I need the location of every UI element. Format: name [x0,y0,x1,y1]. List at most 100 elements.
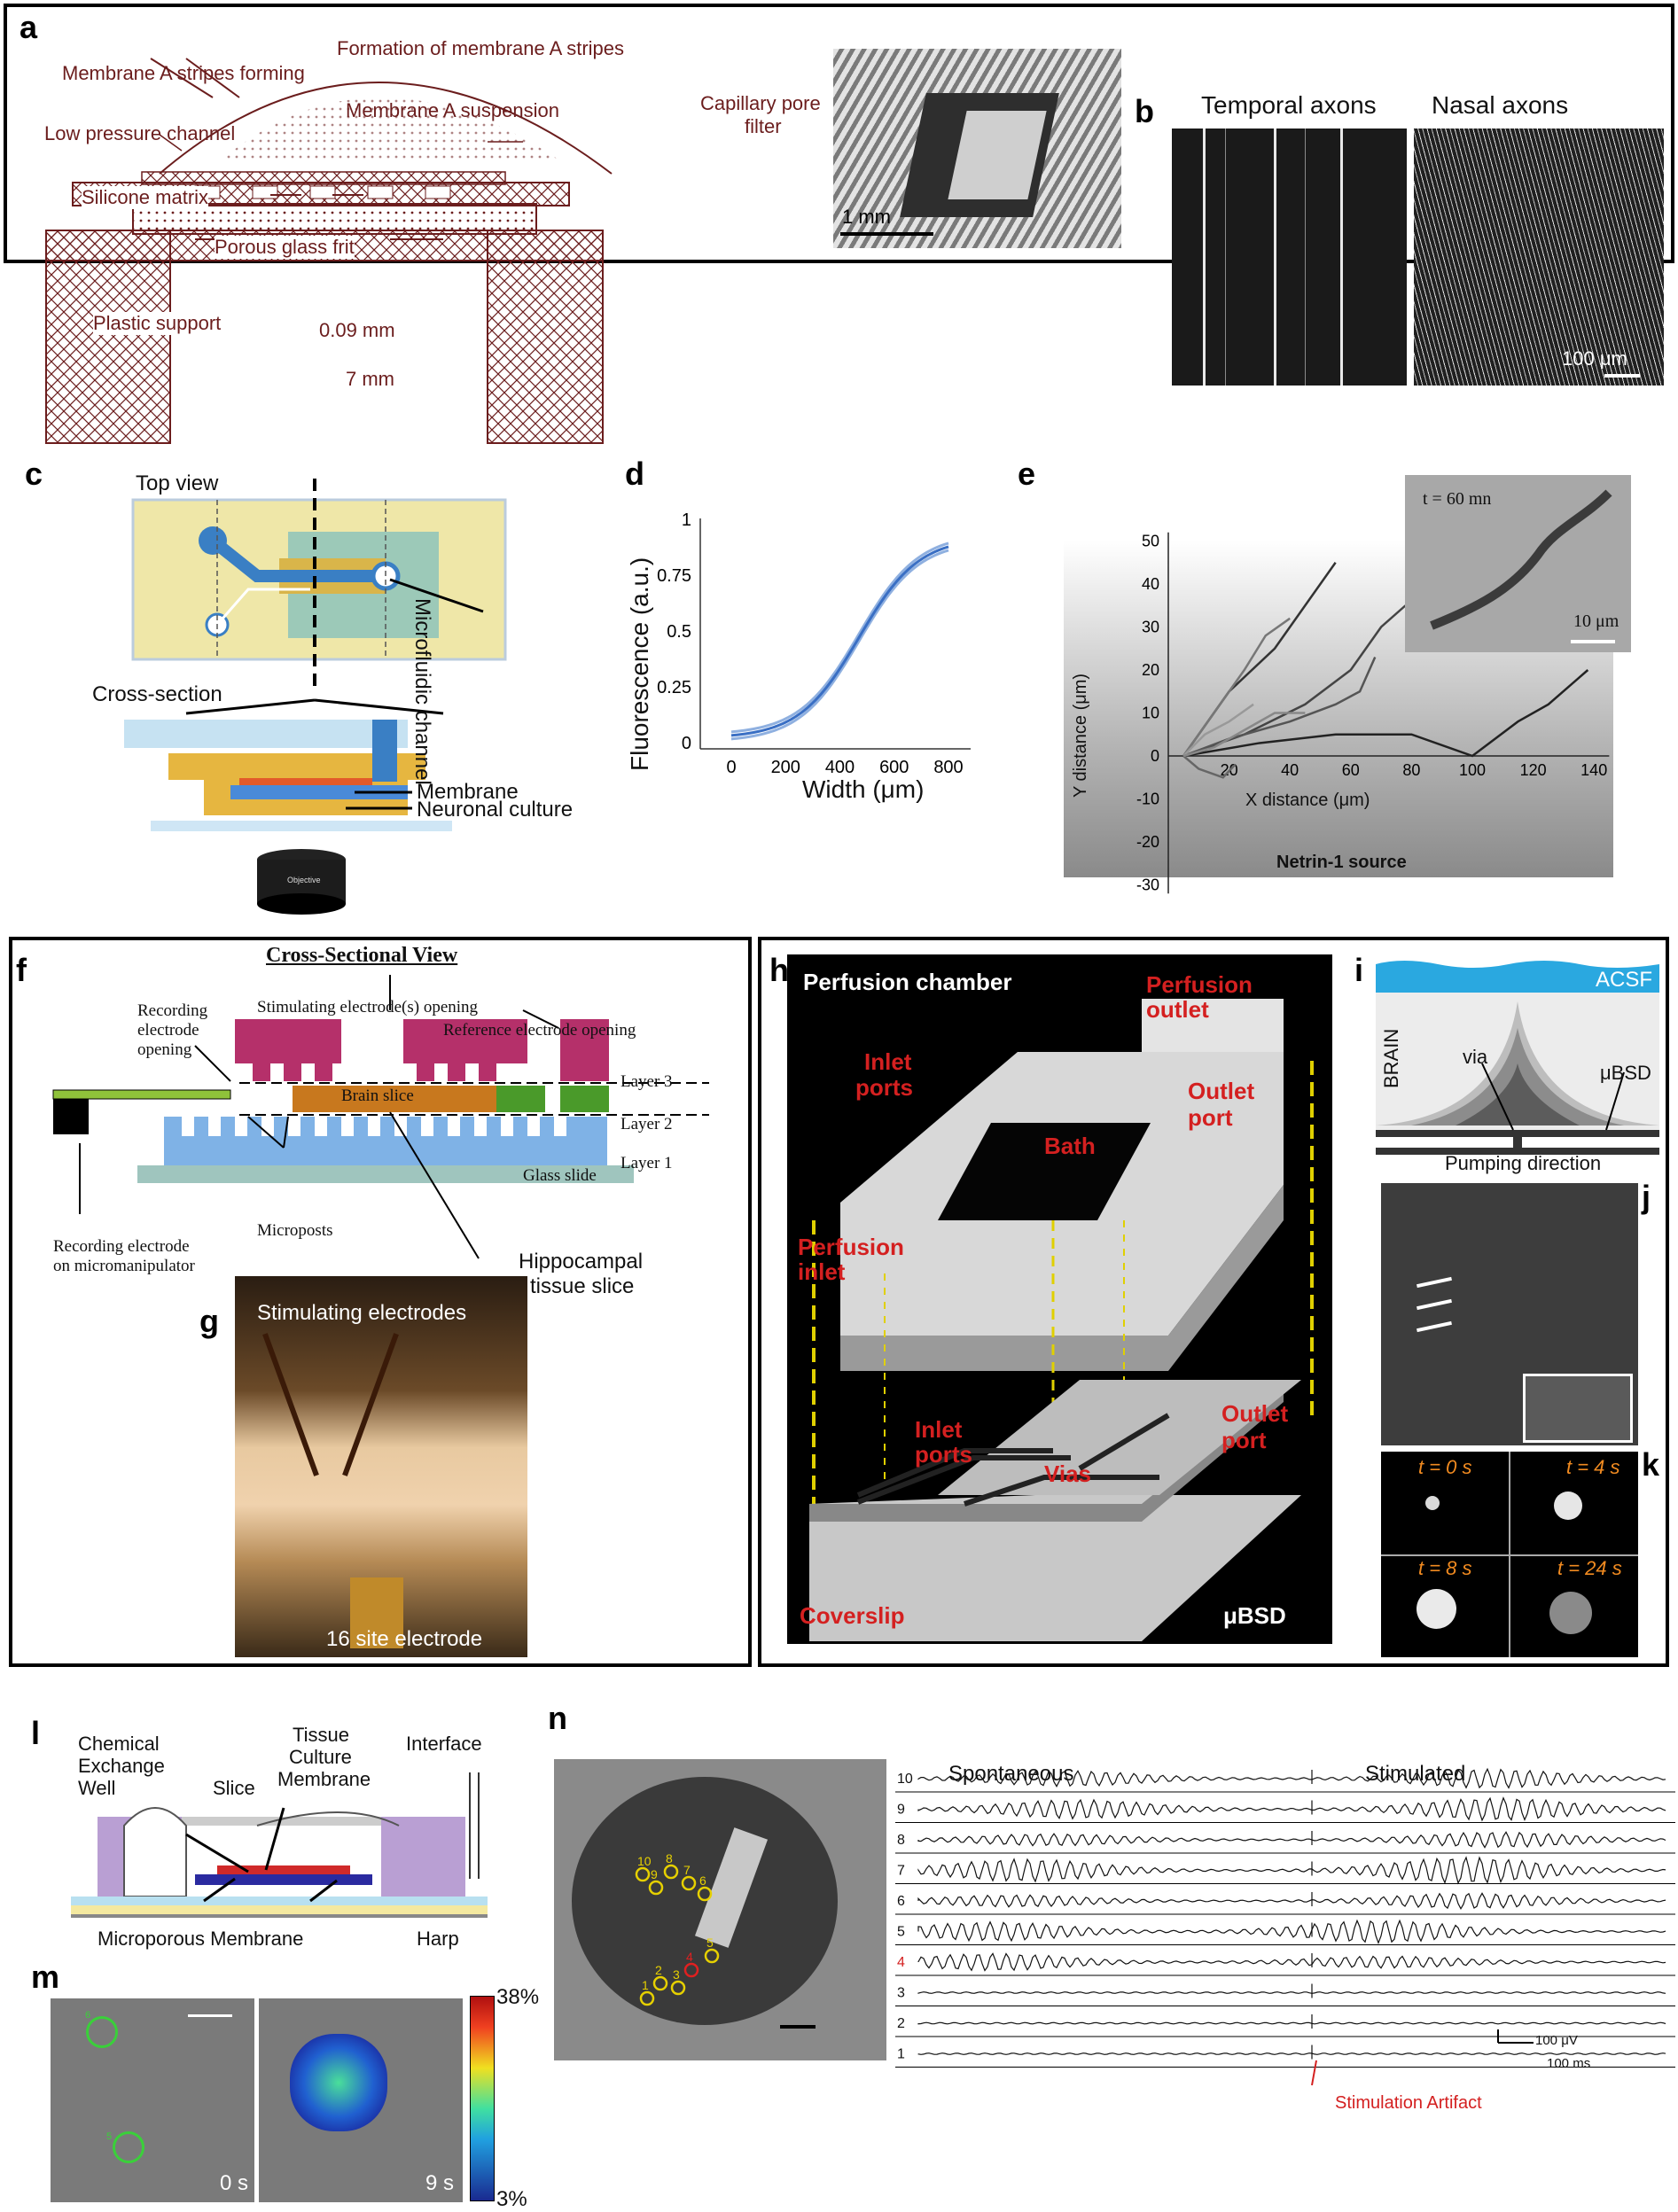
panel-n-spont: Spontaneous [948,1762,1074,1786]
panel-label-e: e [1018,456,1036,492]
panel-e-ytick: -30 [1136,876,1159,894]
panel-n-electrode-label: 4 [686,1950,693,1964]
panel-c-channel: Microfluidic channel [410,598,434,785]
panel-n-trace [917,1991,1666,1994]
panel-d-ytick: 0.5 [667,622,691,642]
panel-n-electrode-marker [635,1866,651,1882]
panel-n-trace-label: 3 [897,1986,905,2001]
panel-a-title: Formation of membrane A stripes [337,37,625,59]
panel-e-ylabel: Y distance (μm) [1071,673,1090,798]
panel-a-plastic: Plastic support [93,312,222,335]
panel-n-artifact-arrow [1311,2060,1317,2086]
panel-f-hippo2: tissue slice [530,1274,635,1298]
panel-e-ytick: 0 [1151,747,1159,765]
panel-h-coverslip: Coverslip [800,1602,905,1629]
panel-a-capillary-filter: filter [745,115,782,137]
panel-i-brain: BRAIN [1380,1028,1402,1088]
panel-e-source: Netrin-1 source [1276,853,1407,872]
panel-n-trace [917,1856,1666,1885]
panel-l-diagram [71,1772,488,1918]
panel-n-trace [917,2052,1666,2055]
panel-b-temporal: Temporal axons [1201,91,1377,119]
panel-a-silicone: Silicone matrix [82,186,209,209]
panel-h-outlet2: port [1188,1104,1233,1131]
panel-d-ytick: 0.75 [657,566,691,586]
panel-g-photo [235,1276,527,1657]
panel-c-top-view: Top view [136,471,219,495]
panel-e-xtick: 80 [1402,761,1420,779]
panel-f-stim-open: Stimulating electrode(s) opening [257,998,479,1016]
panel-label-l: l [31,1715,41,1751]
panel-e-inset-image [1405,475,1631,652]
panel-b-scale: 100 μm [1562,347,1627,370]
panel-n-trace [917,1831,1666,1849]
panel-label-m: m [31,1959,60,1995]
panel-l-chem2: Exchange [78,1755,165,1777]
panel-n-electrode-label: 9 [651,1867,658,1881]
panel-hk-frame [758,937,1669,1667]
panel-e-xtick: 100 [1459,761,1486,779]
panel-label-k: k [1642,1446,1660,1483]
panel-n-trace [917,1892,1666,1911]
panel-n-electrode-marker [652,1975,668,1991]
panel-e-xtick: 120 [1520,761,1547,779]
panel-b-nasal-image [1414,129,1664,386]
panel-n-trace-label: 9 [897,1803,905,1818]
panel-h-inlet1: Inlet [864,1048,912,1075]
panel-m-image-0s [51,1998,254,2202]
panel-a-capillary: Capillary pore [700,92,821,114]
panel-e-ytick: 40 [1142,575,1159,593]
panel-f-rec-open2: electrode [137,1021,199,1040]
panel-e-ytick: 50 [1142,533,1159,550]
panel-l-slice: Slice [213,1777,255,1799]
panel-e-trajectory [1182,755,1237,779]
panel-a-sem-scalebar [840,232,933,236]
panel-l-harp: Harp [417,1928,459,1950]
panel-f-rec-open1: Recording [137,1001,208,1020]
panel-a-suspension: Membrane A suspension [346,99,559,121]
panel-e-trajectory [1182,617,1291,757]
panel-k-t8: t = 8 s [1418,1557,1472,1579]
panel-n-trace-label: 5 [897,1925,905,1940]
panel-n-artifact: Stimulation Artifact [1335,2093,1482,2113]
panel-e-ytick: 10 [1142,705,1159,722]
panel-n-trace-label: 10 [897,1772,913,1787]
panel-k-t4: t = 4 s [1566,1456,1620,1478]
panel-b-temporal-image [1172,129,1407,386]
panel-e-xtick: 60 [1342,761,1360,779]
panel-e-ytick: 30 [1142,619,1159,636]
panel-n-electrode-marker [681,1875,697,1891]
panel-c-cross-section: Cross-section [92,682,222,706]
panel-d-ytick: 0.25 [657,678,691,697]
panel-f-title: Cross-Sectional View [266,944,458,967]
panel-n-electrode-marker [639,1990,655,2006]
panel-n-electrode-label: 3 [673,1967,680,1982]
panel-m-cmax: 38% [496,1985,540,2009]
panel-a-frit: Porous glass frit [215,236,355,259]
panel-g-site: 16 site electrode [326,1627,483,1651]
panel-l-tissue3: Membrane [277,1768,371,1790]
panel-d-xtick: 0 [726,758,736,777]
panel-a-low-pressure: Low pressure channel [44,122,236,144]
panel-l-chem3: Well [78,1777,116,1799]
panel-label-g: g [199,1303,219,1339]
panel-d-xtick: 600 [879,758,909,777]
panel-h-outlet-b1: Outlet [1221,1400,1289,1427]
panel-f-brain: Brain slice [341,1087,414,1105]
panel-n-trace [917,1796,1666,1822]
panel-e-time: t = 60 mn [1423,489,1492,509]
panel-k-images [1381,1452,1638,1657]
panel-i-diagram [1376,961,1659,1155]
panel-f-rec-open3: opening [137,1040,192,1059]
panel-h-inlet2: ports [855,1074,913,1101]
panel-label-a: a [20,9,38,45]
panel-n-electrode-marker [670,1980,686,1996]
panel-h-outlet1: Outlet [1188,1078,1255,1104]
panel-ab-frame [4,4,1674,263]
panel-h-perf-out2: outlet [1146,996,1209,1023]
panel-h-image [787,954,1332,1644]
panel-n-electrode-label: 5 [706,1936,714,1950]
panel-f-glass: Glass slide [523,1166,597,1185]
panel-d-band-upper [730,541,949,734]
panel-a-sem-scale: 1 mm [842,206,891,228]
